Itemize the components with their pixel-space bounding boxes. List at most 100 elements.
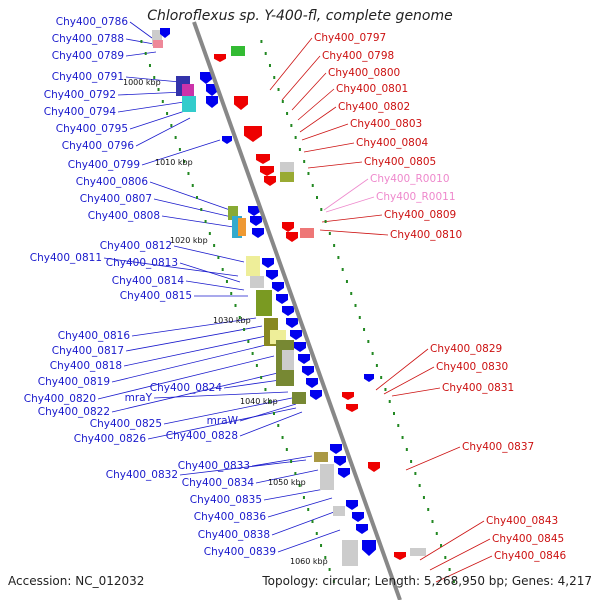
- rna-label-right[interactable]: Chy400_R0011: [376, 191, 456, 203]
- gene-label-left[interactable]: Chy400_0807: [79, 193, 152, 205]
- leader-line-left: [179, 459, 307, 476]
- leader-line-left: [173, 245, 245, 263]
- gene-label-left[interactable]: Chy400_0824: [149, 382, 222, 394]
- track-dot: [230, 292, 233, 295]
- gene-label-left[interactable]: Chy400_0799: [67, 159, 140, 171]
- gene-label-right[interactable]: Chy400_0843: [486, 515, 559, 527]
- gene-label-right[interactable]: Chy400_0800: [328, 67, 401, 79]
- track-dot: [170, 124, 173, 127]
- gene-label-left[interactable]: Chy400_0814: [111, 275, 184, 287]
- minus-strand-arrow: [282, 222, 294, 232]
- track-dot: [174, 136, 177, 139]
- gene-label-left[interactable]: Chy400_0813: [105, 257, 178, 269]
- gene-label-right[interactable]: Chy400_0802: [338, 101, 411, 113]
- gene-label-left[interactable]: Chy400_0792: [43, 89, 116, 101]
- gene-label-right[interactable]: Chy400_0831: [442, 382, 515, 394]
- gene-label-left[interactable]: Chy400_0834: [181, 477, 254, 489]
- gene-label-right[interactable]: Chy400_0801: [336, 83, 409, 95]
- gene-block: [333, 506, 345, 516]
- gene-label-left[interactable]: Chy400_0806: [75, 176, 148, 188]
- gene-label-right[interactable]: Chy400_0837: [462, 441, 535, 453]
- gene-label-left[interactable]: Chy400_0815: [119, 290, 192, 302]
- track-dot: [367, 340, 370, 343]
- track-dot: [251, 352, 254, 355]
- track-dot: [418, 484, 421, 487]
- gene-label-right[interactable]: Chy400_0804: [356, 137, 429, 149]
- gene-label-left[interactable]: Chy400_0812: [99, 240, 172, 252]
- gene-label-left[interactable]: Chy400_0808: [87, 210, 160, 222]
- leader-line-left: [185, 280, 245, 291]
- gene-block: [314, 452, 328, 462]
- genome-title: Chloroflexus sp. Y-400-fl, complete geno…: [147, 8, 453, 24]
- gene-label-left[interactable]: Chy400_0796: [61, 140, 134, 152]
- scale-label: 1030 kbp: [213, 316, 251, 325]
- track-dot: [324, 556, 327, 559]
- gene-label-right[interactable]: Chy400_0809: [384, 209, 457, 221]
- leader-line-left: [117, 101, 185, 113]
- gene-label-right[interactable]: Chy400_0803: [350, 118, 423, 130]
- gene-label-left[interactable]: Chy400_0794: [43, 106, 116, 118]
- gene-label-right[interactable]: Chy400_0805: [364, 156, 437, 168]
- gene-label-left[interactable]: mraW: [206, 415, 238, 427]
- leader-line-left: [149, 181, 231, 211]
- gene-label-left[interactable]: Chy400_0838: [197, 529, 270, 541]
- gene-label-left[interactable]: Chy400_0832: [105, 469, 178, 481]
- gene-label-left[interactable]: Chy400_0818: [49, 360, 122, 372]
- gene-label-left[interactable]: Chy400_0795: [55, 123, 128, 135]
- gene-label-left[interactable]: Chy400_0822: [37, 406, 110, 418]
- rna-label-right[interactable]: Chy400_R0010: [370, 173, 450, 185]
- gene-label-left[interactable]: Chy400_0836: [193, 511, 266, 523]
- track-dot: [324, 220, 327, 223]
- track-dot: [161, 100, 164, 103]
- track-dot: [200, 208, 203, 211]
- track-dot: [166, 112, 169, 115]
- minus-strand-arrow: [244, 126, 262, 142]
- gene-label-right[interactable]: Chy400_0830: [436, 361, 509, 373]
- track-dot: [397, 424, 400, 427]
- track-dot: [204, 220, 207, 223]
- gene-label-left[interactable]: Chy400_0789: [51, 50, 124, 62]
- leader-line-right: [323, 178, 369, 211]
- leader-line-left: [103, 257, 239, 277]
- gene-label-left[interactable]: Chy400_0819: [37, 376, 110, 388]
- plus-strand-arrow: [282, 306, 294, 316]
- gene-block: [153, 40, 163, 48]
- track-dot: [294, 136, 297, 139]
- track-dot: [302, 496, 305, 499]
- track-dot: [281, 436, 284, 439]
- track-dot: [448, 568, 451, 571]
- track-dot: [273, 76, 276, 79]
- leader-line-right: [319, 229, 389, 236]
- gene-label-left[interactable]: Chy400_0835: [189, 494, 262, 506]
- gene-label-right[interactable]: Chy400_0829: [430, 343, 503, 355]
- gene-label-left[interactable]: mraY: [124, 392, 152, 404]
- gene-label-right[interactable]: Chy400_0798: [322, 50, 395, 62]
- leader-line-right: [281, 55, 321, 101]
- minus-strand-arrow: [264, 176, 276, 186]
- track-dot: [153, 76, 156, 79]
- gene-block: [232, 216, 242, 238]
- gene-label-left[interactable]: Chy400_0816: [57, 330, 130, 342]
- leader-line-left: [125, 325, 263, 352]
- scale-label: 1050 kbp: [268, 478, 306, 487]
- track-dot: [341, 268, 344, 271]
- gene-label-left[interactable]: Chy400_0791: [51, 71, 124, 83]
- track-dot: [217, 256, 220, 259]
- gene-label-right[interactable]: Chy400_0845: [492, 533, 565, 545]
- gene-label-left[interactable]: Chy400_0833: [177, 460, 250, 472]
- gene-label-left[interactable]: Chy400_0817: [51, 345, 124, 357]
- gene-label-left[interactable]: Chy400_0788: [51, 33, 124, 45]
- gene-label-right[interactable]: Chy400_0810: [390, 229, 463, 241]
- gene-label-left[interactable]: Chy400_0811: [29, 252, 102, 264]
- gene-label-left[interactable]: Chy400_0825: [89, 418, 162, 430]
- gene-label-left[interactable]: Chy400_0786: [55, 16, 128, 28]
- leader-line-right: [419, 520, 485, 561]
- gene-label-left[interactable]: Chy400_0828: [165, 430, 238, 442]
- gene-label-left[interactable]: Chy400_0826: [73, 433, 146, 445]
- leader-line-right: [435, 555, 493, 583]
- gene-label-left[interactable]: Chy400_0839: [203, 546, 276, 558]
- gene-block: [250, 276, 264, 288]
- gene-label-right[interactable]: Chy400_0846: [494, 550, 567, 562]
- gene-label-right[interactable]: Chy400_0797: [314, 32, 387, 44]
- gene-label-left[interactable]: Chy400_0820: [23, 393, 96, 405]
